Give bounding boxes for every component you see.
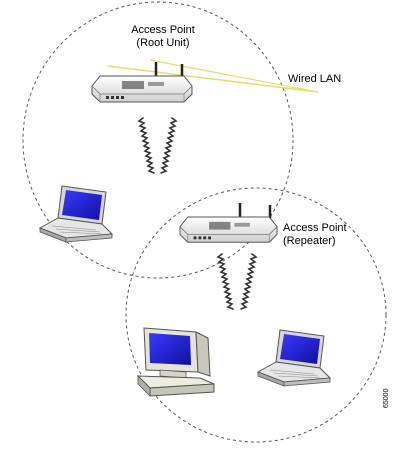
wired-lan-line-2 (149, 59, 319, 93)
repeater-ap-label-line2: (Repeater) (283, 235, 336, 247)
laptop-left-icon (39, 185, 113, 243)
radio-wave-icon (137, 117, 155, 174)
root-access-point-icon (91, 62, 193, 103)
wired-lan-label: Wired LAN (288, 73, 342, 85)
radio-wave-icon (160, 117, 178, 174)
root-ap-label-line1: Access Point (131, 24, 195, 36)
figure-id: 65000 (383, 388, 390, 408)
radio-wave-icon (216, 253, 234, 310)
laptop-right-icon (257, 329, 331, 387)
root-access-point-label: Access Point (Root Unit) (108, 24, 218, 50)
repeater-access-point-label: Access Point (Repeater) (283, 222, 347, 248)
root-ap-label-line2: (Root Unit) (136, 37, 190, 49)
root-coverage-circle (22, 1, 294, 279)
repeater-ap-label-line1: Access Point (283, 222, 347, 234)
desktop-computer-icon (136, 327, 215, 397)
radio-wave-icon (240, 253, 258, 310)
wired-lan-line (107, 65, 319, 93)
repeater-access-point-icon (179, 203, 278, 243)
repeater-coverage-circle (125, 187, 387, 443)
